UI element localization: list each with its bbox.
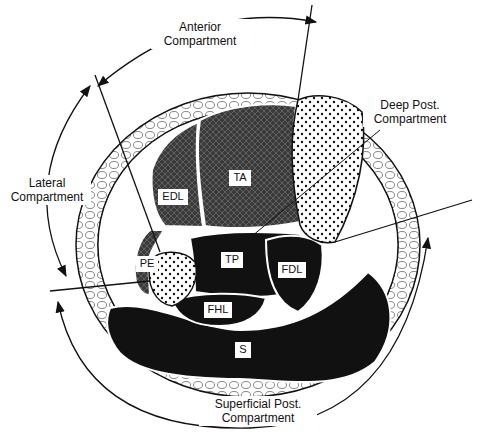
compartment-arc — [98, 18, 316, 86]
tibia — [292, 96, 364, 243]
muscle-label: FDL — [278, 262, 307, 277]
division-line — [50, 281, 150, 291]
compartment-label: Anterior Compartment — [151, 19, 249, 50]
compartment-label: Deep Post. Compartment — [363, 97, 457, 128]
muscle-label: FHL — [204, 302, 233, 317]
muscle-label: PE — [136, 256, 159, 271]
muscle-label: EDL — [158, 189, 187, 204]
compartment-label: Lateral Compartment — [3, 175, 91, 206]
muscle-label: TA — [229, 170, 250, 185]
subcutaneous-fat — [76, 93, 420, 397]
compartment-arc — [58, 238, 428, 428]
flexor-digitorum-longus — [266, 236, 323, 312]
compartment-label: Superficial Post. Compartment — [199, 396, 317, 427]
muscle-label: TP — [221, 252, 243, 267]
flexor-hallucis-longus — [172, 294, 266, 326]
division-line — [95, 75, 160, 252]
division-line — [335, 200, 472, 242]
muscle-label: S — [235, 342, 250, 357]
extensor-digitorum-longus — [152, 122, 203, 227]
leader-line — [240, 130, 380, 246]
